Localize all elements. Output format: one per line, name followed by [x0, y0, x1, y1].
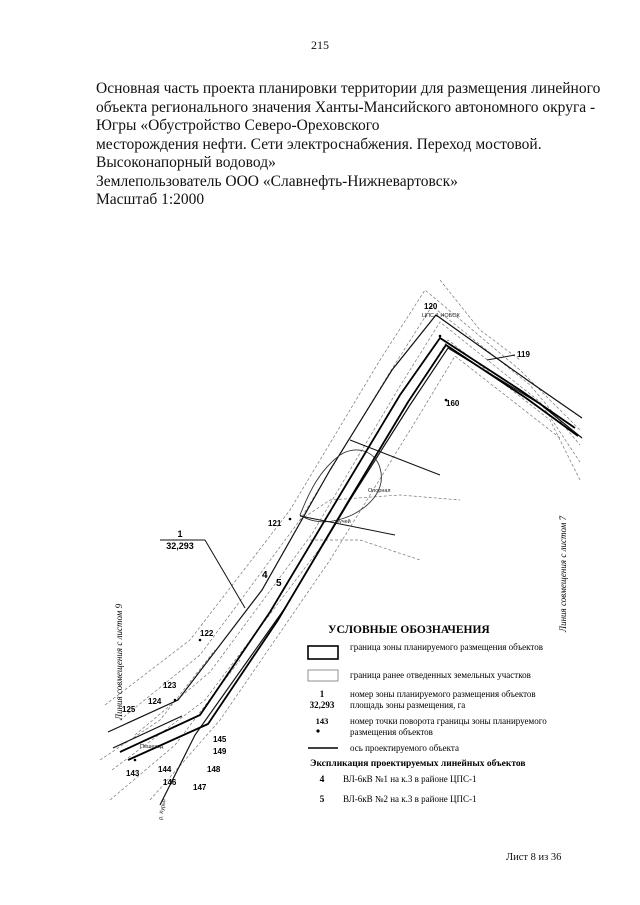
legend-swatch-previous-parcels [307, 669, 339, 682]
top-caption: ЦПС-1 НОБОК [422, 313, 460, 319]
turn-point-marker [288, 517, 292, 521]
turn-point-marker [438, 334, 442, 338]
title-line: Основная часть проекта планировки террит… [96, 80, 601, 97]
legend-zone-text1: номер зоны планируемого размещения объек… [350, 689, 536, 699]
legend-point-text1: номер точки поворота границы зоны планир… [350, 716, 547, 726]
legend-swatch-planned-zone [307, 645, 339, 660]
legend-point-number: 143 [316, 716, 329, 726]
title-line: объекта регионального значения Ханты-Ман… [96, 98, 596, 116]
middle-caption: Опорная [368, 488, 390, 494]
point-label: 119 [517, 350, 530, 359]
line-label: 4 [262, 570, 268, 581]
label-leader-119 [486, 354, 516, 361]
scale-line: Масштаб 1:2000 [96, 191, 205, 208]
legend-zone-text2: площадь зоны размещения, га [350, 700, 465, 710]
legend-point-dot [316, 729, 320, 733]
match-line-right: Линия совмещения с листом 7 [558, 515, 568, 633]
legend-item-previous-parcels: граница ранее отведенных земельных участ… [350, 670, 531, 680]
point-label: 149 [213, 747, 227, 756]
match-line-left: Линия совмещения с листом 9 [114, 603, 124, 721]
line-label: 5 [276, 578, 282, 589]
legend-zone-number: 1 [320, 689, 325, 699]
turn-point-marker [133, 758, 137, 762]
point-label: 124 [148, 697, 162, 706]
legend-zone-area: 32,293 [310, 700, 335, 710]
object-number: 4 [320, 775, 325, 785]
title-line: Высоконапорный водовод» [96, 154, 276, 171]
point-label: 148 [207, 765, 221, 774]
legend-point-text2: размещения объектов [350, 727, 433, 737]
object-number: 5 [320, 795, 325, 805]
point-label: 143 [126, 769, 140, 778]
object-name: ВЛ-6кВ №1 на к.3 в районе ЦПС-1 [343, 774, 477, 784]
axis-line-4 [119, 336, 576, 753]
turn-point-marker [444, 398, 448, 402]
title-block: Основная часть проекта планировки террит… [96, 80, 601, 210]
explication-title: Экспликация проектируемых линейных объек… [310, 758, 526, 769]
legend-title: УСЛОВНЫЕ ОБОЗНАЧЕНИЯ [328, 624, 490, 636]
point-label: 145 [213, 735, 227, 744]
turn-point-marker [198, 638, 202, 642]
point-label: 120 [424, 302, 438, 311]
legend-item-planned-zone-text: граница зоны планируемого размещения объ… [350, 642, 543, 652]
point-label: 122 [200, 629, 214, 638]
zone-number-label: 1 [177, 529, 182, 539]
label-leader-zone-2 [204, 539, 246, 609]
designed-axes [119, 336, 579, 761]
stream-line [299, 515, 396, 536]
page-number: 215 [311, 38, 329, 52]
river-caption: р. Курья [158, 799, 168, 821]
axis-line-5 [127, 343, 579, 761]
cross-line [349, 439, 441, 476]
point-label: 146 [163, 778, 177, 787]
zone-area-label: 32,293 [166, 541, 194, 551]
stream-caption: ручей [336, 518, 351, 525]
point-label: 123 [163, 681, 177, 690]
point-label: 125 [122, 705, 136, 714]
point-label: 160 [446, 399, 460, 408]
planned-zone-boundary [107, 314, 583, 806]
stream-contour [299, 449, 382, 523]
point-label: 144 [158, 765, 172, 774]
title-line: Югры «Обустройство Северо-Ореховского [96, 117, 380, 134]
sheet-footer: Лист 8 из 36 [506, 852, 562, 863]
legend-axis-text: ось проектируемого объекта [350, 743, 459, 753]
point-label: 147 [193, 783, 207, 792]
title-line: месторождения нефти. Сети электроснабжен… [96, 135, 542, 153]
legend-item-planned-zone: граница зоны планируемого размещения объ… [350, 642, 543, 652]
object-name: ВЛ-6кВ №2 на к.3 в районе ЦПС-1 [343, 794, 477, 804]
point-label: 121 [268, 519, 282, 528]
legend: УСЛОВНЫЕ ОБОЗНАЧЕНИЯ граница зоны планир… [307, 624, 547, 805]
bottom-caption: Пешеход [140, 744, 164, 750]
land-user-line: Землепользователь ООО «Славнефть-Нижнева… [96, 172, 458, 190]
turn-point-marker [173, 698, 177, 702]
